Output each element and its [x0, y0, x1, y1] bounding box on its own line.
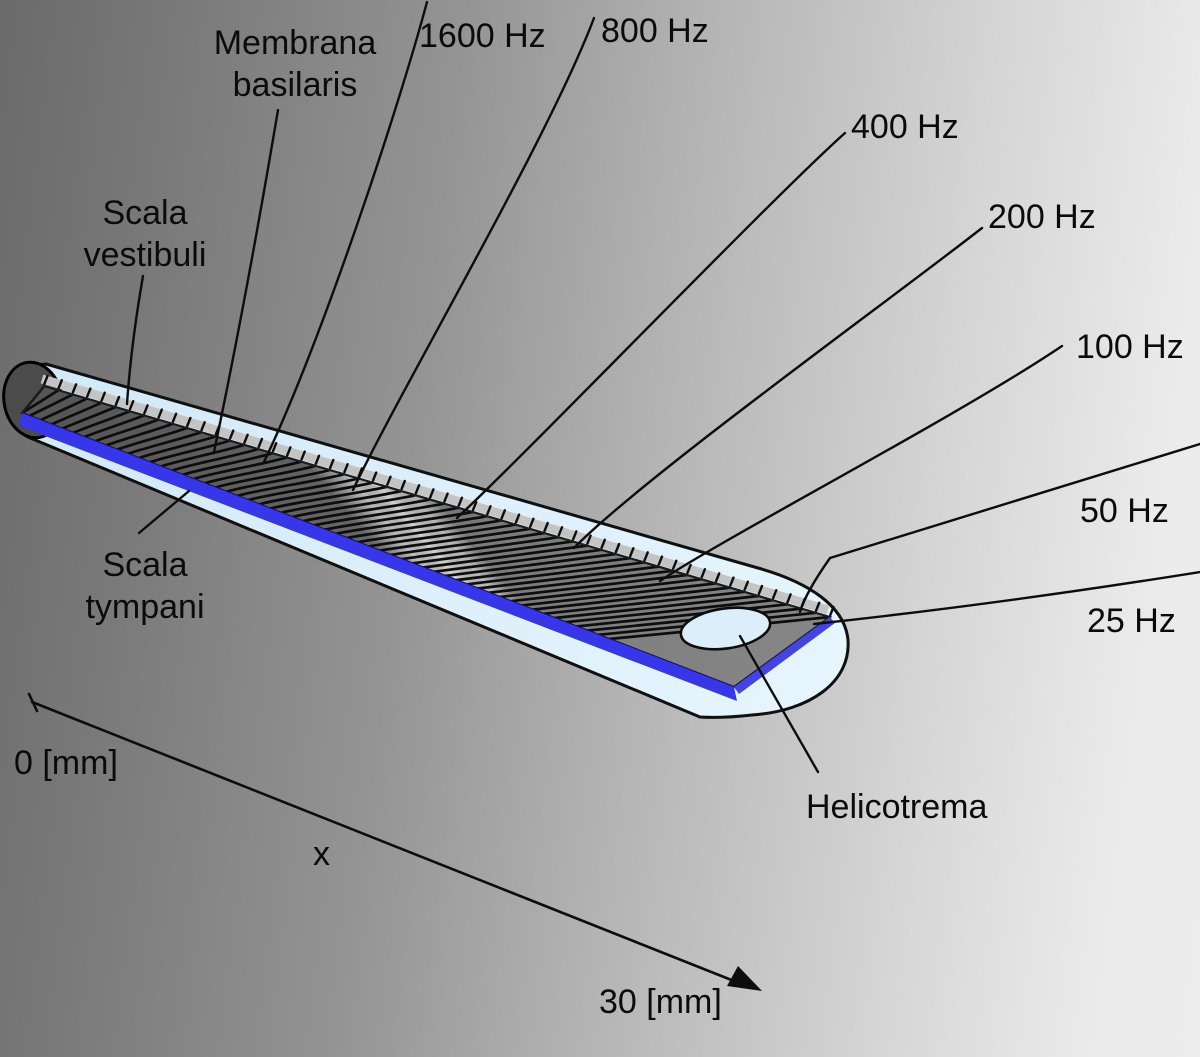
- axis-end-label: 30 [mm]: [599, 983, 722, 1021]
- label-membrana-basilaris-line1: Membrana: [213, 24, 377, 62]
- label-helicotrema: Helicotrema: [806, 788, 988, 826]
- leader-line-1600hz: [262, 0, 429, 464]
- label-800hz: 800 Hz: [601, 12, 709, 50]
- label-25hz: 25 Hz: [1087, 602, 1176, 640]
- label-100hz: 100 Hz: [1076, 328, 1184, 366]
- label-400hz: 400 Hz: [851, 108, 959, 146]
- label-1600hz: 1600 Hz: [419, 17, 546, 55]
- leader-line-membrana-basilaris: [212, 108, 280, 454]
- x-axis-line: [30, 700, 741, 985]
- label-membrana-basilaris: Membrana basilaris: [175, 22, 415, 106]
- label-scala-tympani-line2: tympani: [85, 588, 205, 626]
- label-scala-tympani-line1: Scala: [102, 546, 188, 584]
- leader-line-scala-tympani: [137, 489, 191, 535]
- label-scala-vestibuli: Scala vestibuli: [50, 192, 240, 276]
- label-scala-tympani: Scala tympani: [50, 544, 240, 628]
- label-50hz: 50 Hz: [1080, 492, 1169, 530]
- leader-line-200hz: [572, 226, 984, 550]
- axis-variable-label: x: [313, 835, 330, 873]
- x-axis-arrowhead: [727, 966, 762, 991]
- leader-line-helicotrema: [738, 634, 820, 774]
- helicotrema-opening: [679, 606, 772, 651]
- axis-origin-label: 0 [mm]: [14, 744, 118, 782]
- membrane-thickness-lip: [40, 374, 830, 615]
- membrane-blue-edge: [19, 413, 737, 701]
- label-200hz: 200 Hz: [988, 198, 1096, 236]
- leader-line-50hz: [798, 442, 1200, 614]
- leader-line-25hz: [812, 570, 1200, 626]
- label-scala-vestibuli-line2: vestibuli: [83, 236, 207, 274]
- leader-line-400hz: [455, 131, 847, 520]
- leader-line-scala-vestibuli: [125, 274, 145, 406]
- membrane-blue-edge-apex: [734, 617, 835, 694]
- x-axis: [27, 692, 762, 991]
- label-membrana-basilaris-line2: basilaris: [232, 66, 358, 104]
- label-scala-vestibuli-line1: Scala: [102, 194, 188, 232]
- leader-line-100hz: [658, 344, 1064, 583]
- leader-line-800hz: [351, 16, 596, 492]
